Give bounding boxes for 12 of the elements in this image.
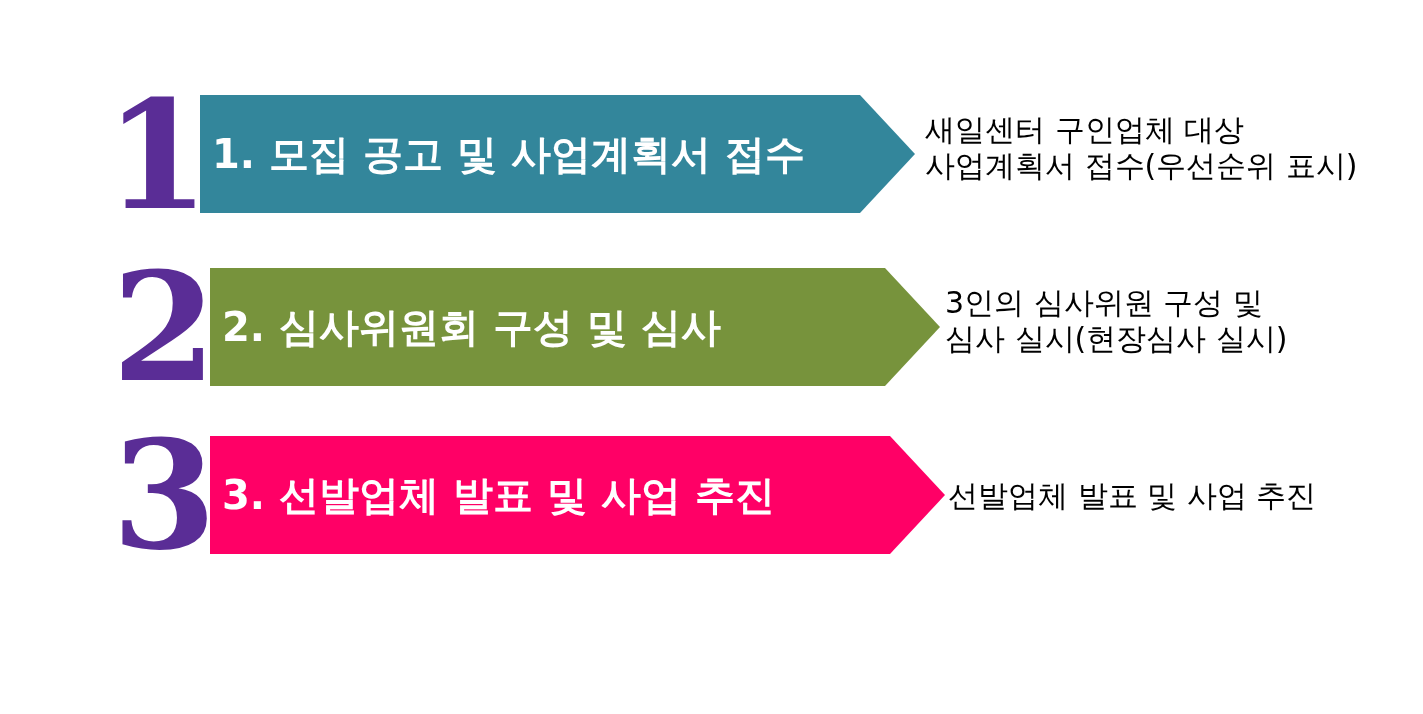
chevron-band (210, 436, 945, 554)
step-title: 3. 선발업체 발표 및 사업 추진 (222, 470, 775, 520)
description-text: 새일센터 구인업체 대상 사업계획서 접수(우선순위 표시) (925, 112, 1359, 184)
step-number: 1 (105, 80, 210, 230)
step-number: 3 (112, 420, 217, 570)
step-title: 1. 모집 공고 및 사업계획서 접수 (212, 129, 805, 179)
chevron-band (200, 95, 915, 213)
chevron-band (210, 268, 940, 386)
description-text: 3인의 심사위원 구성 및 심사 실시(현장심사 실시) (945, 285, 1289, 357)
description-text: 선발업체 발표 및 사업 추진 (948, 478, 1318, 514)
step-number: 2 (112, 252, 217, 402)
step-title: 2. 심사위원회 구성 및 심사 (222, 302, 721, 352)
